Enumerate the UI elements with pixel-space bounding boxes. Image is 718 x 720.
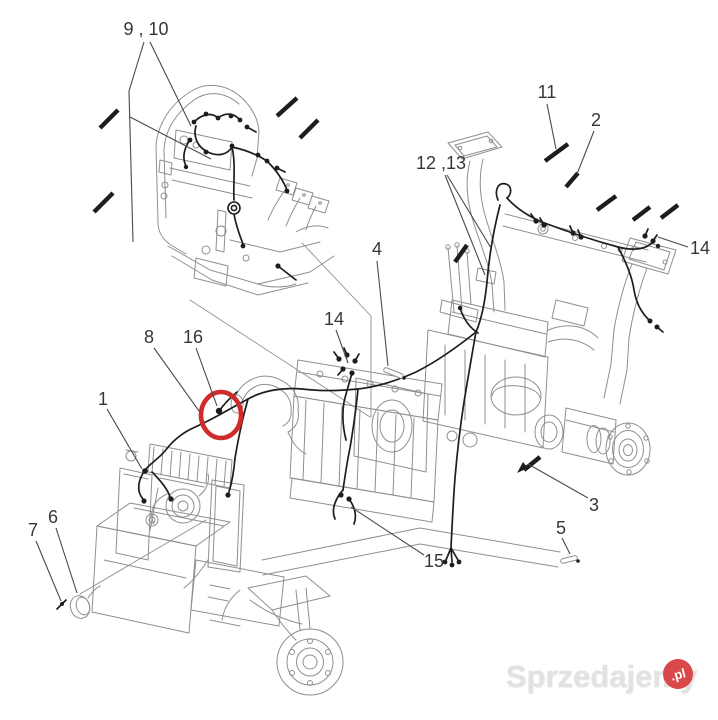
callout-label-3: 3 xyxy=(589,495,599,515)
leader-line-2 xyxy=(576,130,595,175)
pin-mark-body xyxy=(384,368,403,378)
callout-label-6: 6 xyxy=(48,507,58,527)
leader-line-8 xyxy=(153,347,200,412)
leader-line-4 xyxy=(376,260,389,367)
callout-label-4: 4 xyxy=(372,239,382,259)
callout-label-7: 7 xyxy=(28,520,38,540)
callout-label-14-mid: 14 xyxy=(324,309,344,329)
highlight-layer xyxy=(198,389,244,441)
bolt-mark xyxy=(298,118,320,140)
leader-line-14-mid xyxy=(335,329,349,364)
highlight-circle xyxy=(198,389,244,441)
leader-line-14-right xyxy=(657,236,689,248)
callout-label-5: 5 xyxy=(556,518,566,538)
leader-line-12-13 xyxy=(444,174,486,276)
watermark: Sprzedajemy .pl xyxy=(506,655,716,709)
bolt-mark xyxy=(98,108,120,130)
leader-lines-layer xyxy=(35,41,689,602)
leader-line-5 xyxy=(561,537,571,555)
pin-tip-dot xyxy=(576,559,580,563)
callout-label-16: 16 xyxy=(183,327,203,347)
tractor-chassis-drawing xyxy=(69,131,677,696)
leader-line-11 xyxy=(546,103,557,150)
bolt-mark xyxy=(275,96,299,118)
leader-line-16 xyxy=(195,347,218,407)
callout-label-15: 15 xyxy=(424,551,444,571)
dash-console-inset-drawing xyxy=(155,84,372,418)
bolt-mark xyxy=(595,194,618,212)
pin-tip-dot xyxy=(402,376,406,380)
wiring-harness-art xyxy=(56,111,664,610)
callout-label-14-right: 14 xyxy=(690,238,710,258)
leader-line-9-10 xyxy=(128,90,134,243)
leader-line-3 xyxy=(527,463,589,499)
callout-label-9-10: 9 , 10 xyxy=(123,19,168,39)
leader-line-15 xyxy=(350,506,425,556)
pin-mark-body xyxy=(561,556,577,563)
leader-line-6 xyxy=(55,527,78,594)
bolt-mark xyxy=(659,203,680,220)
bolt-mark xyxy=(564,171,580,189)
callout-label-11: 11 xyxy=(538,82,557,102)
callout-label-8: 8 xyxy=(144,327,154,347)
leader-line-9-10 xyxy=(149,41,192,127)
leader-line-12-13 xyxy=(446,174,492,249)
bolt-mark xyxy=(92,191,115,214)
bolt-mark xyxy=(631,205,652,222)
callout-label-1: 1 xyxy=(98,389,108,409)
leader-line-9-10 xyxy=(129,116,212,160)
leader-line-1 xyxy=(106,408,143,470)
callout-label-2: 2 xyxy=(591,110,601,130)
fastener-marks-layer xyxy=(92,96,680,564)
leader-arrowhead-3 xyxy=(517,462,528,473)
callout-label-12-13: 12 ,13 xyxy=(416,153,466,173)
leader-line-9-10 xyxy=(128,41,145,92)
bolt-mark xyxy=(453,243,469,264)
leader-line-7 xyxy=(35,540,62,602)
bolt-mark xyxy=(543,142,570,163)
